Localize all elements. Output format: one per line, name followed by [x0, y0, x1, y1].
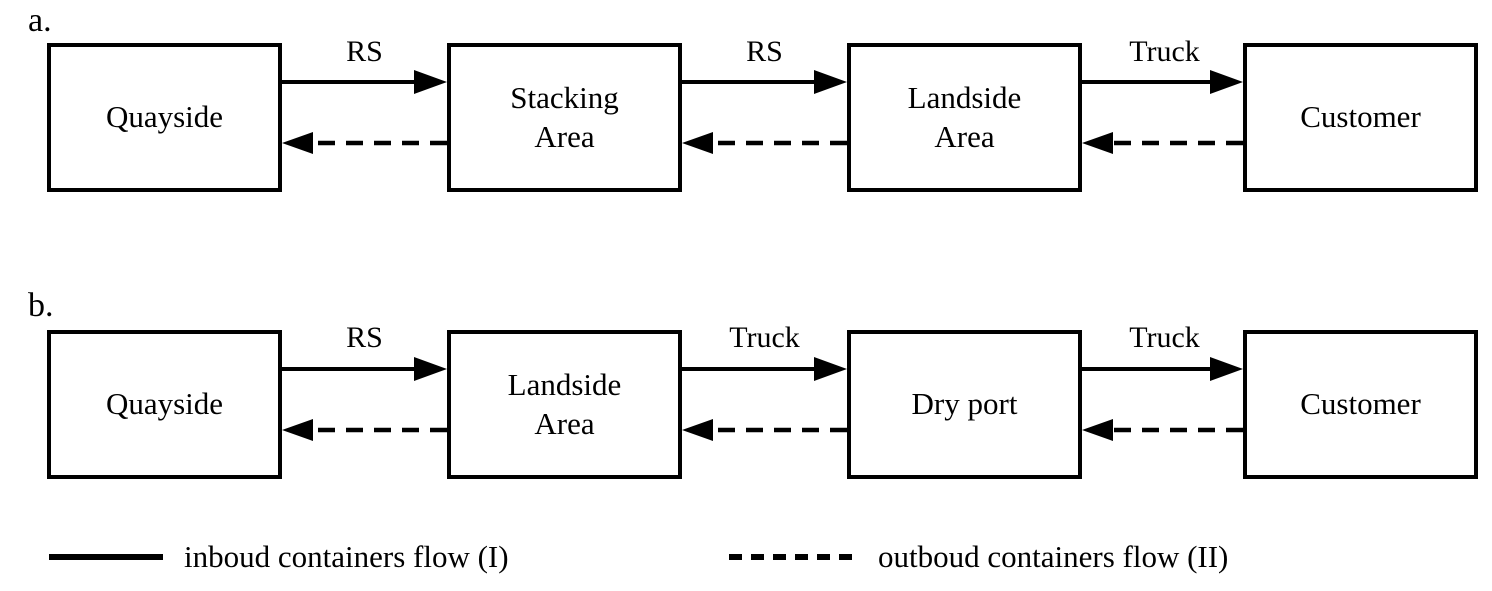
- box-a-quayside: Quayside: [47, 43, 282, 192]
- solid-arrow-a-stacking-to-landside: [682, 70, 847, 94]
- box-b-landside-area: Landside Area: [447, 330, 682, 479]
- solid-arrow-a-landside-to-customer: [1082, 70, 1243, 94]
- box-b-customer: Customer: [1243, 330, 1478, 479]
- arrow-label-a-truck: Truck: [1129, 35, 1200, 68]
- box-b-quayside: Quayside: [47, 330, 282, 479]
- arrow-label-b-rs: RS: [346, 321, 383, 354]
- arrow-label-b-truck-1: Truck: [729, 321, 800, 354]
- box-a-stacking-area: Stacking Area: [447, 43, 682, 192]
- row-a-label: a.: [28, 2, 52, 39]
- legend-inbound-label: inboud containers flow (I): [184, 539, 509, 574]
- box-b-dry-port: Dry port: [847, 330, 1082, 479]
- box-a-landside-area: Landside Area: [847, 43, 1082, 192]
- solid-arrow-a-quayside-to-stacking: [282, 70, 447, 94]
- arrow-label-a-rs-2: RS: [746, 35, 783, 68]
- legend-outbound-label: outboud containers flow (II): [878, 539, 1229, 574]
- dashed-arrow-a-landside-to-stacking: [682, 132, 847, 154]
- dashed-arrow-a-customer-to-landside: [1082, 132, 1243, 154]
- dashed-arrow-b-landside-to-quayside: [282, 419, 447, 441]
- solid-arrow-b-landside-to-dryport: [682, 357, 847, 381]
- arrow-label-a-rs-1: RS: [346, 35, 383, 68]
- solid-arrow-b-dryport-to-customer: [1082, 357, 1243, 381]
- dashed-arrow-a-stacking-to-quayside: [282, 132, 447, 154]
- solid-arrow-b-quayside-to-landside: [282, 357, 447, 381]
- dashed-arrow-b-customer-to-dryport: [1082, 419, 1243, 441]
- box-a-customer: Customer: [1243, 43, 1478, 192]
- arrow-label-b-truck-2: Truck: [1129, 321, 1200, 354]
- row-b-label: b.: [28, 287, 54, 324]
- dashed-arrow-b-dryport-to-landside: [682, 419, 847, 441]
